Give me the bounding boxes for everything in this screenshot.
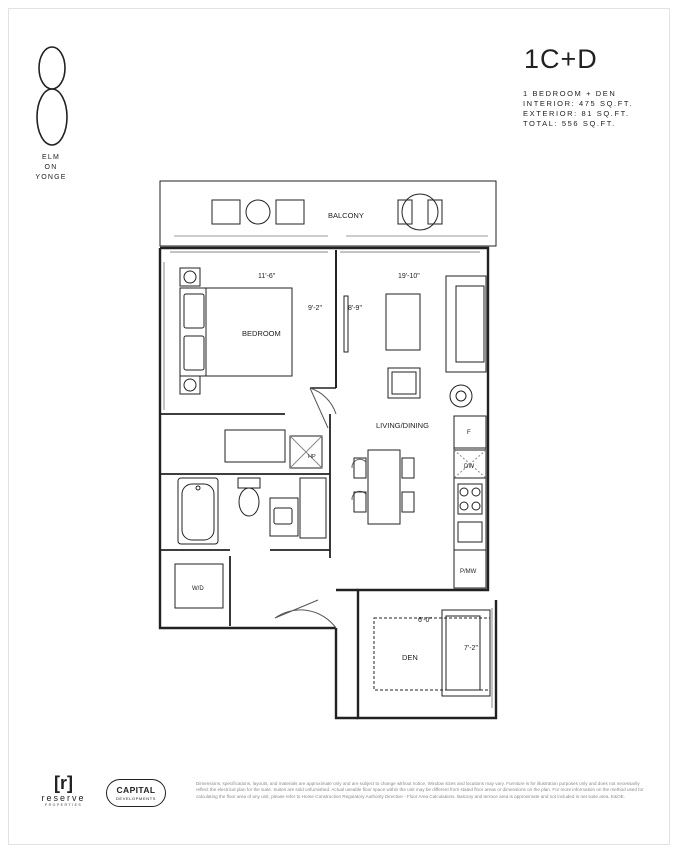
bathtub	[177, 477, 219, 545]
fridge	[453, 415, 487, 449]
vanity	[269, 497, 299, 537]
den-sofa	[441, 609, 491, 697]
reserve-mark: [r]	[54, 773, 73, 793]
unit-type: 1 BEDROOM + DEN	[523, 89, 617, 98]
night-table	[179, 267, 201, 287]
unit-name: 1C+D	[524, 44, 598, 74]
eight-logo-mark	[36, 46, 68, 146]
label-dishwasher: DW	[464, 464, 474, 470]
disclaimer-text: Dimensions, specifications, layouts, and…	[196, 781, 644, 799]
brand-wordmark: ELM ON YONGE	[30, 153, 72, 183]
balcony-outline	[159, 180, 497, 247]
dim-living-width: 19'-10"	[398, 273, 420, 280]
kitchen-counter	[453, 415, 487, 589]
dim-den-depth: 7'-2"	[464, 645, 478, 652]
label-balcony: BALCONY	[328, 211, 364, 220]
cooktop	[457, 483, 483, 515]
unit-exterior-area: EXTERIOR: 81 SQ.FT.	[523, 109, 630, 118]
brand-line-2: ON	[44, 164, 58, 171]
sofa	[445, 275, 487, 373]
unit-total-area: TOTAL: 556 SQ.FT.	[523, 119, 616, 128]
unit-stats: 1 BEDROOM + DEN INTERIOR: 475 SQ.FT. EXT…	[523, 89, 633, 129]
capital-main: CAPITAL	[116, 785, 156, 795]
entry-door	[274, 599, 337, 629]
floor-lamp	[449, 384, 473, 408]
label-living-dining: LIVING/DINING	[376, 421, 429, 430]
unit-interior-area: INTERIOR: 475 SQ.FT.	[523, 99, 633, 108]
toilet	[237, 477, 261, 489]
label-fridge: F	[467, 430, 471, 436]
capital-developments-logo: CAPITAL DEVELOPMENTS	[106, 779, 166, 807]
coffee-table	[385, 293, 421, 351]
tv	[343, 295, 349, 353]
label-bedroom: BEDROOM	[242, 329, 281, 338]
brand-line-1: ELM	[42, 154, 60, 161]
page-frame	[8, 8, 670, 845]
reserve-logo: [r] reserve PROPERTIES	[36, 774, 91, 807]
den-outline	[373, 617, 491, 691]
capital-sub: DEVELOPMENTS	[115, 796, 157, 801]
closet	[224, 429, 286, 463]
floor-plan: BALCONY BEDROOM LIVING/DINING DEN W/D F …	[158, 180, 498, 720]
dining-table	[367, 449, 401, 525]
armchair	[387, 367, 421, 399]
kitchen-sink	[457, 521, 483, 543]
label-pantry-microwave: P/MW	[460, 569, 477, 575]
label-den: DEN	[402, 653, 418, 662]
brand-line-3: YONGE	[35, 174, 67, 181]
label-heat-pump: HP	[308, 454, 316, 460]
label-washer-dryer: W/D	[192, 586, 204, 592]
dim-living-depth: 8'-9"	[348, 305, 362, 312]
bedroom-door	[309, 387, 337, 429]
dishwasher	[453, 449, 487, 479]
balcony-table	[245, 199, 271, 225]
dim-bedroom-width: 11'-6"	[258, 273, 276, 280]
dim-den-width: 6'-0"	[418, 617, 432, 624]
reserve-word: reserve	[41, 793, 86, 803]
dim-bedroom-depth: 9'-2"	[308, 305, 322, 312]
laundry-closet	[174, 563, 224, 609]
reserve-sub: PROPERTIES	[44, 803, 83, 807]
